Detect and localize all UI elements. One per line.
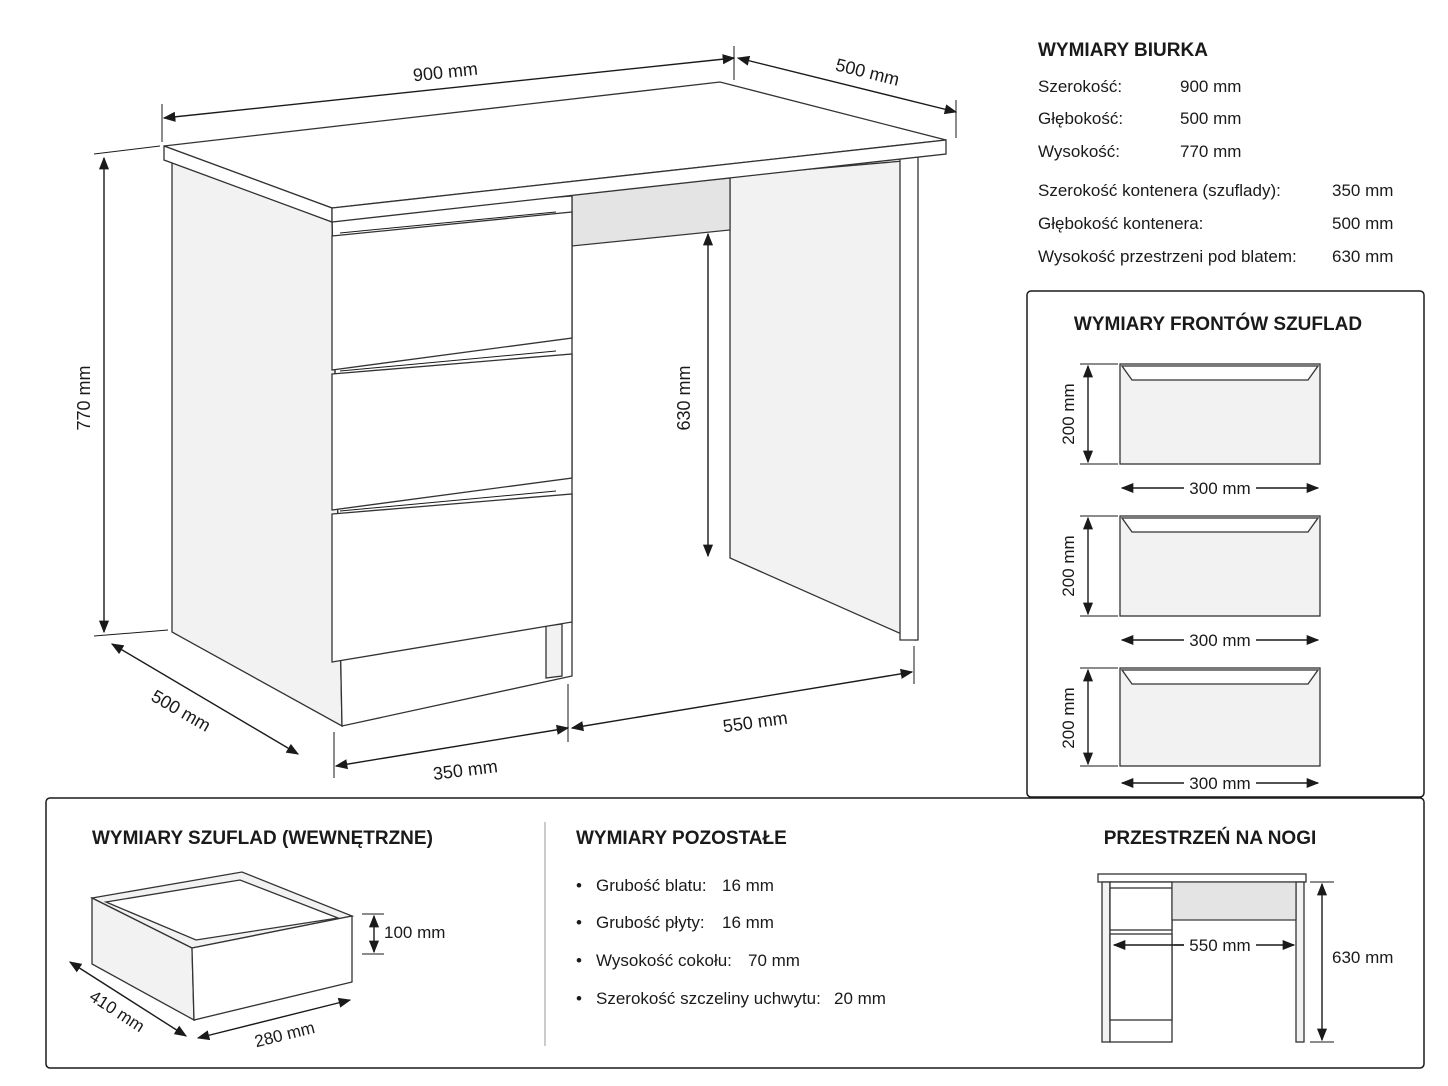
spec-label-legspace: Wysokość przestrzeni pod blatem: [1038,247,1297,266]
desk-top-side-edge [331,139,947,223]
front-1-height-label: 200 mm [1059,383,1078,444]
bullet-4: • [576,989,582,1008]
dim-depth-top-line [736,55,958,115]
dim-legspace-label: 630 mm [674,365,694,430]
dim-height-label: 770 mm [74,365,94,430]
desk-right-panel-edge [899,153,919,641]
desk-illustration [163,81,947,728]
legroom-height-label: 630 mm [1332,948,1393,967]
spec-label-depth: Głębokość: [1038,109,1123,128]
specs-title: WYMIARY BIURKA [1038,40,1208,61]
spec-value-height: 770 mm [1180,142,1241,161]
dim-width-top-label: 900 mm [412,59,479,86]
dim-opening-width-label: 550 mm [722,708,789,737]
other-label-board-thickness: Grubość płyty: [596,913,705,932]
container-plinth [545,623,563,679]
fronts-box [1026,290,1425,798]
spec-label-container-width: Szerokość kontenera (szuflady): [1038,181,1281,200]
inner-drawer-front [191,915,353,1021]
dim-depth-bottom-label: 500 mm [148,686,214,736]
other-value-top-thickness: 16 mm [722,876,774,895]
front-3-height-label: 200 mm [1059,687,1078,748]
drawer-front-2[interactable] [331,353,573,511]
dim-width-top-line [162,54,736,122]
legroom-section: PRZESTRZEŃ NA NOGI 550 mm 630 mm [1097,827,1393,1043]
legroom-width-label: 550 mm [1189,936,1250,955]
other-label-plinth-height: Wysokość cokołu: [596,951,732,970]
drawer-front-3[interactable] [331,493,573,663]
drawer-front-diagram-2 [1119,515,1321,617]
front-2-height-label: 200 mm [1059,535,1078,596]
drawer-front-1[interactable] [331,211,573,371]
other-value-handle-gap: 20 mm [834,989,886,1008]
legroom-desk-top [1097,873,1307,883]
other-label-top-thickness: Grubość blatu: [596,876,707,895]
front-1-width-label: 300 mm [1189,479,1250,498]
inner-depth-label: 410 mm [86,987,148,1036]
spec-value-depth: 500 mm [1180,109,1241,128]
bottom-info-box [45,797,1425,1069]
dim-container-width-line [334,724,570,770]
inner-title: WYMIARY SZUFLAD (WEWNĘTRZNE) [92,828,433,849]
other-title: WYMIARY POZOSTAŁE [576,828,787,849]
desk-left-side-panel [171,161,343,728]
dim-depth-bottom-line [110,643,300,755]
desk-right-side-panel [729,159,916,641]
dim-container-width-label: 350 mm [432,756,499,784]
front-2-width-label: 300 mm [1189,631,1250,650]
inner-height-label: 100 mm [384,923,445,942]
spec-value-width: 900 mm [1180,77,1241,96]
fronts-title: WYMIARY FRONTÓW SZUFLAD [1074,313,1362,335]
spec-label-width: Szerokość: [1038,77,1122,96]
other-value-plinth-height: 70 mm [748,951,800,970]
bullet-2: • [576,913,582,932]
spec-label-height: Wysokość: [1038,142,1120,161]
fronts-section: WYMIARY FRONTÓW SZUFLAD 200 mm 300 mm 20… [1026,290,1425,798]
inner-drawer-section: WYMIARY SZUFLAD (WEWNĘTRZNE) 100 mm 410 … [68,828,445,1051]
spec-value-container-depth: 500 mm [1332,214,1393,233]
spec-value-legspace: 630 mm [1332,247,1393,266]
bullet-3: • [576,951,582,970]
other-value-board-thickness: 16 mm [722,913,774,932]
dim-opening-width-line [570,668,914,732]
spec-label-container-depth: Głębokość kontenera: [1038,214,1203,233]
inner-width-label: 280 mm [253,1018,317,1051]
legroom-title: PRZESTRZEŃ NA NOGI [1104,827,1317,849]
other-dims-section: WYMIARY POZOSTAŁE • Grubość blatu: 16 mm… [576,828,886,1008]
specs-section: WYMIARY BIURKA Szerokość: 900 mm Głęboko… [1038,40,1393,266]
front-3-width-label: 300 mm [1189,774,1250,793]
spec-value-container-width: 350 mm [1332,181,1393,200]
other-label-handle-gap: Szerokość szczeliny uchwytu: [596,989,821,1008]
drawer-front-diagram-1 [1119,363,1321,465]
bullet-1: • [576,876,582,895]
